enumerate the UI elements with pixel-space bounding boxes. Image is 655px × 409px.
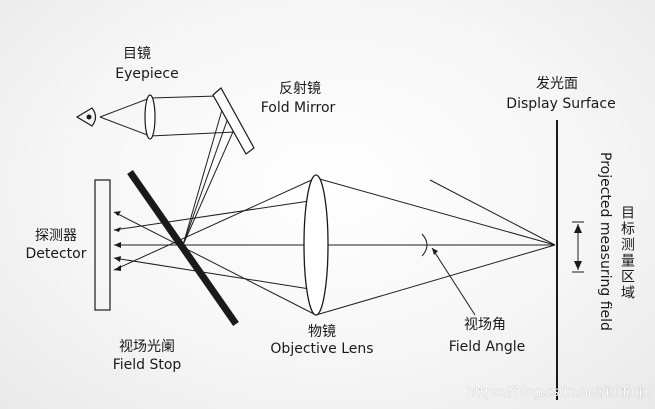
- label-field-angle-cn: 视场角: [464, 317, 506, 333]
- label-measuring-field-en: Projected measuring field: [597, 152, 613, 331]
- label-eyepiece-en: Eyepiece: [115, 66, 178, 82]
- watermark: https://blog.csdn.net/intflojx: [467, 385, 651, 400]
- measuring-field-arrow: [572, 221, 584, 273]
- rays-objective-to-detector: [113, 177, 317, 316]
- eyepiece-lens: [144, 94, 156, 140]
- objective-lens: [303, 174, 329, 316]
- detector-arrowheads: [114, 211, 121, 271]
- label-display-surface-en: Display Surface: [506, 96, 615, 112]
- label-fold-mirror-en: Fold Mirror: [261, 100, 336, 116]
- label-field-stop-cn: 视场光阑: [119, 339, 175, 355]
- label-field-stop-en: Field Stop: [113, 357, 182, 373]
- label-fold-mirror-cn: 反射镜: [279, 81, 321, 97]
- label-detector-cn: 探测器: [35, 228, 77, 244]
- label-objective-lens-en: Objective Lens: [270, 341, 373, 357]
- eye-icon: [75, 107, 97, 127]
- fold-mirror: [212, 87, 255, 155]
- label-measuring-field-cn: 目标测量区域: [619, 205, 635, 301]
- label-field-angle-en: Field Angle: [449, 339, 526, 355]
- rays-display-to-objective: [315, 177, 556, 316]
- label-eyepiece-cn: 目镜: [123, 46, 151, 62]
- label-objective-lens-cn: 物镜: [308, 324, 336, 340]
- rays-to-fold-mirror: [99, 95, 237, 246]
- label-detector-en: Detector: [25, 246, 86, 262]
- detector-box: [94, 179, 111, 311]
- field-stop-bar: [127, 169, 239, 327]
- field-angle-leader: [431, 247, 476, 316]
- label-display-surface-cn: 发光面: [536, 76, 578, 92]
- field-angle-arc: [421, 233, 428, 257]
